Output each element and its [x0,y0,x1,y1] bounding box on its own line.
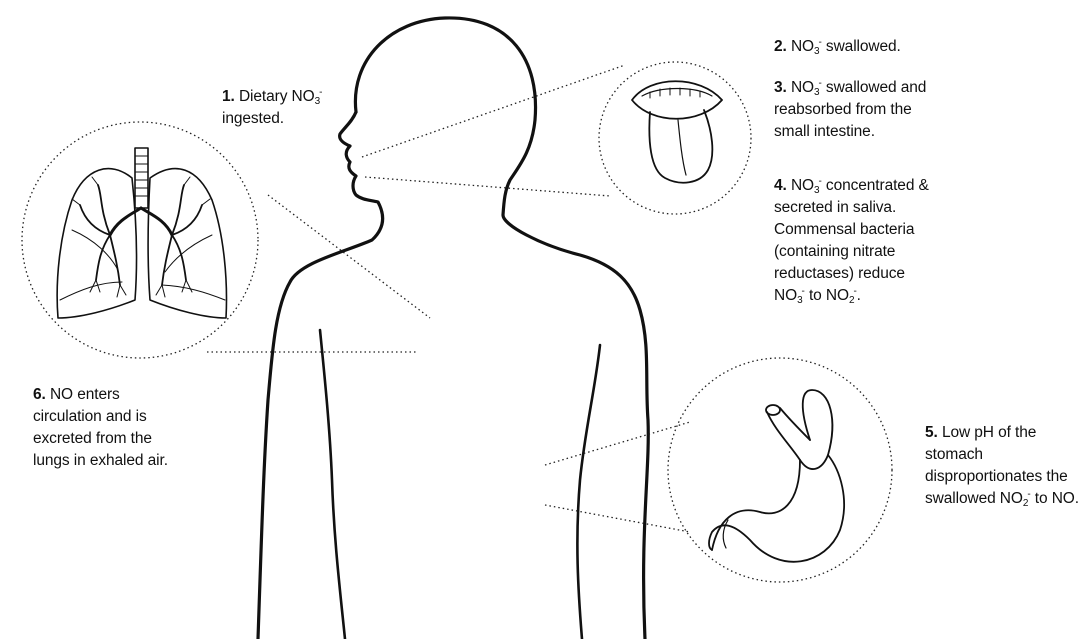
step-4-text: NO [791,177,814,194]
step-1-text: Dietary NO [239,88,315,105]
leader-mouth-upper [362,65,625,157]
step-4-number: 4. [774,177,787,194]
step-3-line3: small intestine. [774,121,926,143]
step-1-sup: - [319,87,322,98]
step-4-l6-c: . [857,287,861,304]
step-2-text: NO [791,38,814,55]
step-6-line4: lungs in exhaled air. [33,450,168,472]
step-5-l4-a: swallowed NO [925,490,1023,507]
step-2-number: 2. [774,38,787,55]
step-1-label: 1. Dietary NO3- ingested. [222,86,322,130]
step-5-line1: Low pH of the [938,424,1037,441]
step-5-line3: disproportionates the [925,466,1079,488]
step-6-number: 6. [33,386,46,403]
mouth-tongue-icon [632,81,722,182]
step-5-line2: stomach [925,444,1079,466]
step-6-line2: circulation and is [33,406,168,428]
leader-stomach-lower [545,505,690,532]
step-6-line1: NO enters [46,386,120,403]
step-3-line2: reabsorbed from the [774,99,926,121]
step-4-line5: reductases) reduce [774,263,929,285]
step-3-text-end: swallowed and [822,79,927,96]
step-4-line4: (containing nitrate [774,241,929,263]
step-3-text: NO [791,79,814,96]
step-4-text-end: concentrated & [822,177,929,194]
step-4-line2: secreted in saliva. [774,197,929,219]
stomach-icon [709,390,844,562]
step-1-number: 1. [222,88,235,105]
step-6-line3: excreted from the [33,428,168,450]
step-4-line6: NO3- to NO2-. [774,285,929,307]
step-2-label: 2. NO3- swallowed. [774,36,901,58]
step-6-label: 6. NO enters circulation and is excreted… [33,384,168,472]
step-4-l6-b: to NO [805,287,849,304]
mouth-circle [599,62,751,214]
stomach-circle [668,358,892,582]
step-3-number: 3. [774,79,787,96]
step-4-label: 4. NO3- concentrated & secreted in saliv… [774,175,929,307]
step-5-l4-b: to NO. [1031,490,1079,507]
step-4-line3: Commensal bacteria [774,219,929,241]
leader-lungs-upper [268,195,430,318]
step-3-label: 3. NO3- swallowed and reabsorbed from th… [774,77,926,143]
step-4-l6-a: NO [774,287,797,304]
step-5-label: 5. Low pH of the stomach disproportionat… [925,422,1079,510]
step-1-line2: ingested. [222,108,322,130]
leader-mouth-lower [365,177,610,196]
step-5-number: 5. [925,424,938,441]
leader-stomach-upper [545,422,690,465]
lungs-icon [57,148,226,318]
step-2-text-end: swallowed. [822,38,901,55]
